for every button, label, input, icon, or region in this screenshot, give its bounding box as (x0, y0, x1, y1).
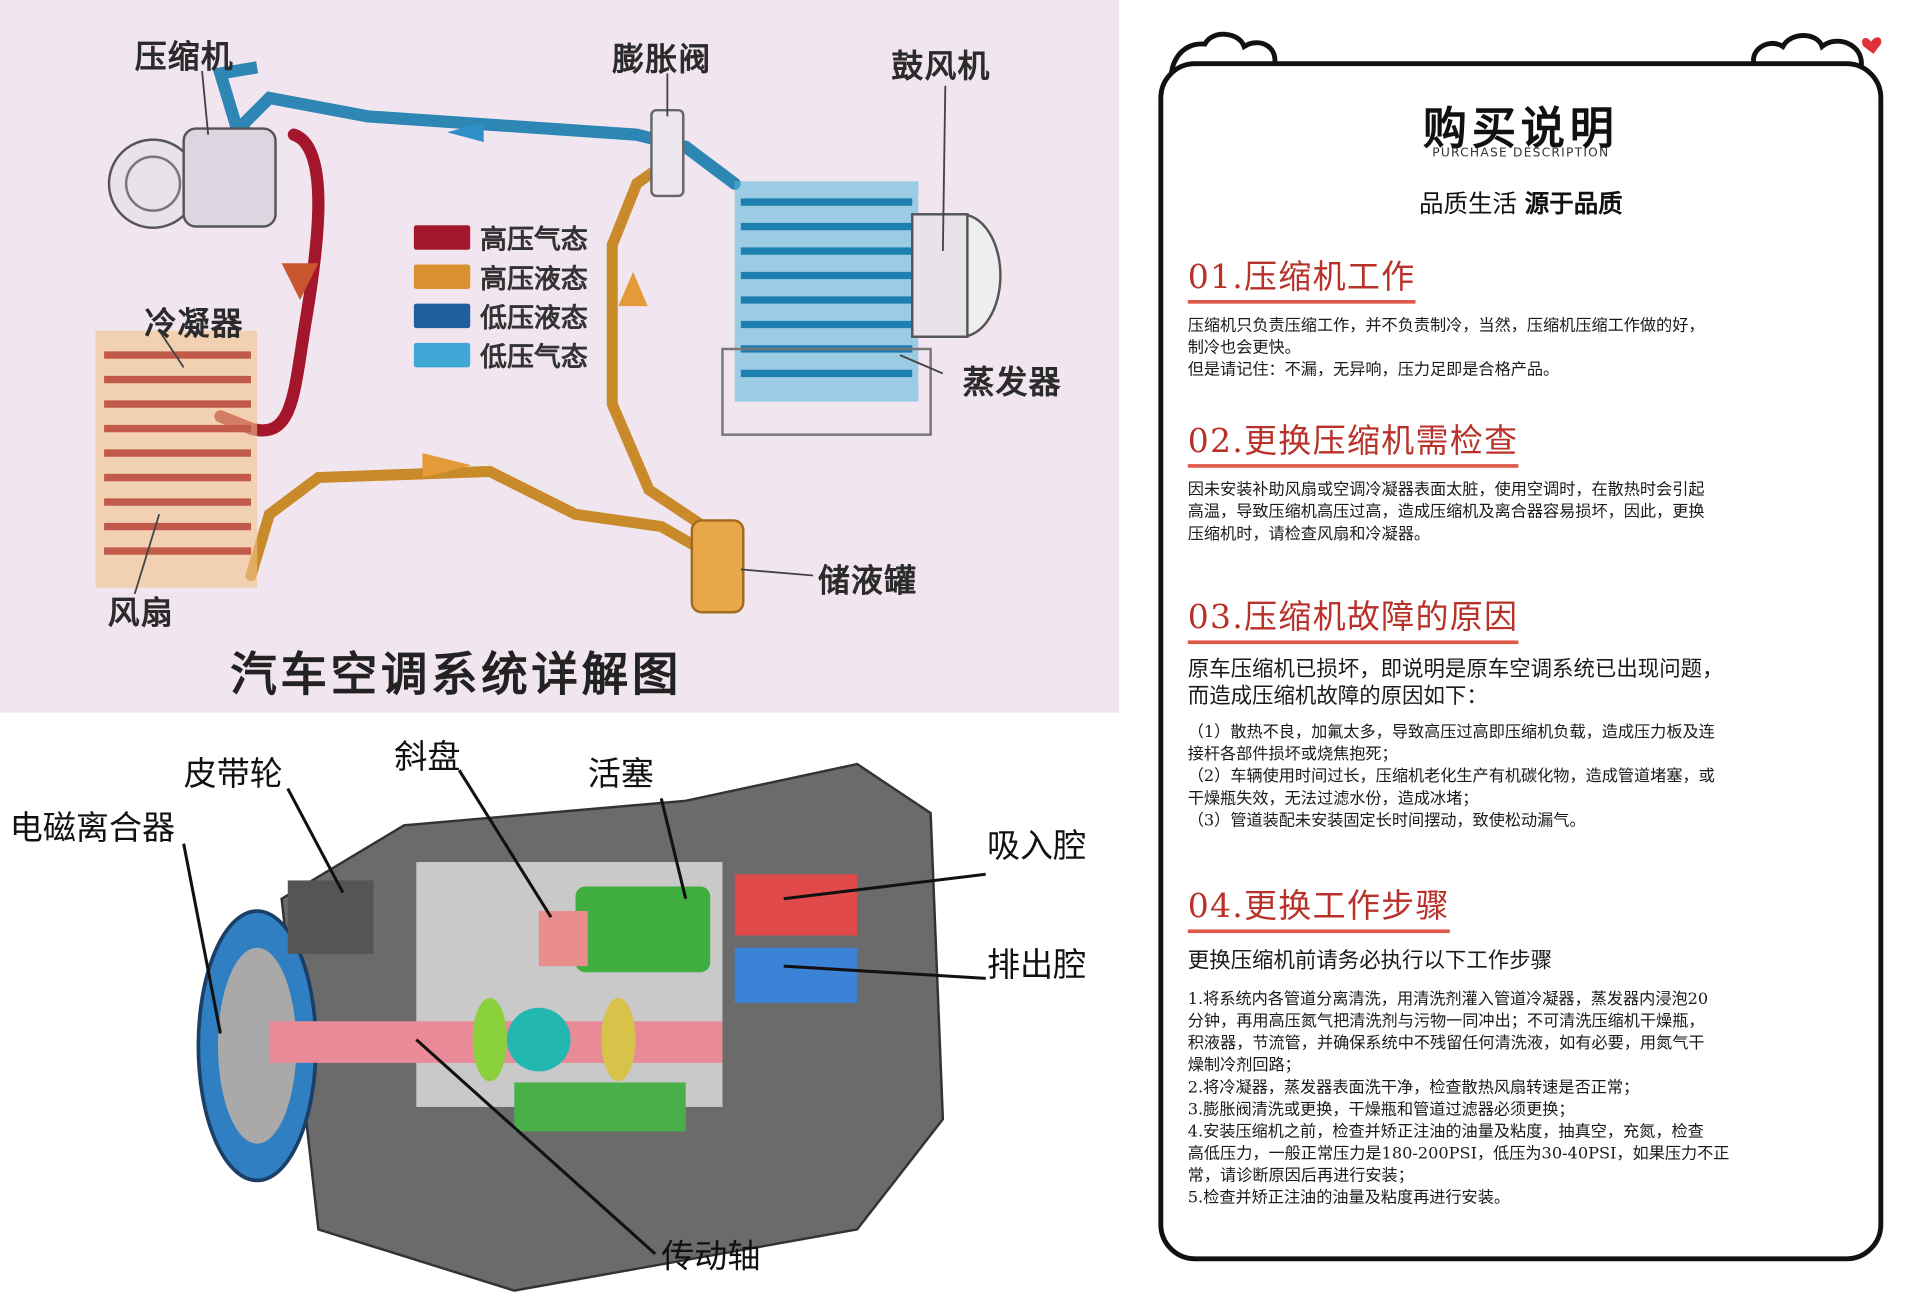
evaporator-icon (721, 181, 932, 436)
section-failure-causes: 03.压缩机故障的原因 原车压缩机已损坏，即说明是原车空调系统已出现问题， 而造… (1187, 590, 1857, 832)
label-piston: 活塞 (587, 755, 654, 794)
clutch-hub (217, 947, 297, 1144)
label-drive-shaft: 传动轴 (661, 1237, 761, 1276)
card-subtitle: PURCHASE DESCRIPTION (1432, 146, 1610, 161)
legend-label: 高压液态 (480, 264, 588, 296)
section-heading: 02.更换压缩机需检查 (1187, 414, 1519, 468)
valve-block (514, 1082, 686, 1132)
low-pressure-gas-pipe (232, 91, 741, 190)
section-intro-line: 原车压缩机已损坏，即说明是原车空调系统已出现问题， (1187, 657, 1724, 683)
flow-arrow-icon (281, 263, 319, 301)
section-heading: 03.压缩机故障的原因 (1187, 590, 1519, 645)
label-pulley: 皮带轮 (183, 755, 283, 794)
legend-swatch (413, 225, 471, 250)
purchase-card: 购买说明 PURCHASE DESCRIPTION 品质生活 源于品质 01.压… (1158, 61, 1884, 1262)
flow-arrow-icon (422, 453, 472, 478)
section-replacement-check: 02.更换压缩机需检查 因未安装补助风扇或空调冷凝器表面太脏，使用空调时，在散热… (1187, 414, 1857, 546)
swash-ball (506, 1007, 571, 1072)
diagram-title: 汽车空调系统详解图 (230, 646, 683, 702)
step-line: 4.安装压缩机之前，检查并矫正注油的油量及粘度，抽真空，充氮，检查 (1187, 1122, 1704, 1142)
section-line: 压缩机只负责压缩工作，并不负责制冷，当然，压缩机压缩工作做的好， (1187, 317, 1705, 336)
legend-swatch (413, 264, 471, 289)
section-line: （2）车辆使用时间过长，压缩机老化生产有机碳化物，造成管道堵塞，或 (1187, 767, 1715, 787)
compressor-cutaway-diagram: 皮带轮 斜盘 活塞 电磁离合器 吸入腔 排出腔 传动轴 (0, 715, 1120, 1311)
label-blower: 鼓风机 (891, 48, 991, 86)
high-pressure-gas-pipe (214, 128, 325, 437)
step-line: 高低压力，一般正常压力是180-200PSI，低压为30-40PSI，如果压力不… (1187, 1144, 1730, 1164)
legend-label: 高压气态 (480, 225, 588, 256)
slogan-right: 源于品质 (1524, 188, 1623, 218)
label-discharge-chamber: 排出腔 (986, 946, 1087, 985)
legend-item: 高压液态 (413, 257, 588, 296)
discharge-chamber-area (734, 947, 858, 1003)
section-line: 干燥瓶失效，无法过滤水份，造成冰堵； (1187, 789, 1479, 809)
legend-label: 低压气态 (480, 342, 588, 374)
step-line: 积液器，节流管，并确保系统中不残留任何清洗液，如有必要，用氮气干 (1187, 1034, 1705, 1054)
section-line: （3）管道装配未安装固定长时间摆动，致使松动漏气。 (1187, 811, 1586, 831)
section-heading: 04.更换工作步骤 (1187, 879, 1450, 934)
section-compressor-work: 01.压缩机工作 压缩机只负责压缩工作，并不负责制冷，当然，压缩机压缩工作做的好… (1187, 250, 1857, 382)
swash-plate (538, 911, 588, 967)
blower-icon (911, 213, 1002, 338)
section-intro-line: 而造成压缩机故障的原因如下： (1187, 684, 1488, 709)
ac-diagram-artwork (95, 61, 1002, 614)
compressor-artwork (182, 762, 986, 1292)
label-fan: 风扇 (107, 595, 174, 632)
step-line: 分钟，再用高压氮气把清洗剂与污物一同冲出；不可清洗压缩机干燥瓶， (1187, 1012, 1705, 1032)
suction-chamber-area (734, 874, 858, 936)
heart-icon (1862, 37, 1882, 54)
section-line: 高温，导致压缩机高压过高，造成压缩机及离合器容易损坏，因此，更换 (1187, 503, 1705, 522)
section-heading: 01.压缩机工作 (1187, 250, 1416, 304)
slogan-left: 品质生活 (1418, 188, 1525, 218)
pulley (287, 880, 374, 954)
label-expansion-valve: 膨胀阀 (612, 41, 712, 79)
label-condenser: 冷凝器 (144, 306, 244, 343)
step-line: 1.将系统内各管道分离清洗，用清洗剂灌入管道冷凝器，蒸发器内浸泡20 (1187, 990, 1709, 1009)
legend-item: 低压气态 (413, 336, 588, 375)
condenser-icon (95, 330, 258, 588)
legend-swatch (413, 342, 471, 368)
label-swash-plate: 斜盘 (394, 738, 461, 777)
flow-arrow-icon (618, 271, 648, 307)
label-suction-chamber: 吸入腔 (986, 827, 1087, 866)
flow-arrow-icon (446, 122, 484, 143)
section-intro-line: 更换压缩机前请务必执行以下工作步骤 (1187, 948, 1553, 974)
suction-pipe (212, 61, 259, 137)
label-receiver-drier: 储液罐 (817, 563, 918, 601)
step-line: 常，请诊断原因后再进行安装； (1187, 1166, 1414, 1186)
label-clutch: 电磁离合器 (9, 809, 176, 848)
label-compressor: 压缩机 (134, 39, 234, 76)
section-line: （1）散热不良，加氟太多，导致高压过高即压缩机负载，造成压力板及连 (1187, 723, 1715, 743)
step-line: 燥制冷剂回路； (1187, 1056, 1301, 1076)
liquid-line-to-valve (606, 153, 710, 533)
step-line: 3.膨胀阀清洗或更换，干燥瓶和管道过滤器必须更换； (1187, 1100, 1575, 1120)
step-line: 2.将冷凝器，蒸发器表面洗干净，检查散热风扇转速是否正常； (1187, 1078, 1640, 1098)
step-line: 5.检查并矫正注油的油量及粘度再进行安装。 (1187, 1188, 1510, 1208)
section-line: 因未安装补助风扇或空调冷凝器表面太脏，使用空调时，在散热时会引起 (1187, 481, 1705, 500)
swash-spring (601, 997, 636, 1082)
section-line: 但是请记住：不漏，无异响，压力足即是合格产品。 (1187, 361, 1560, 380)
ac-system-diagram: 压缩机 膨胀阀 鼓风机 冷凝器 蒸发器 风扇 储液罐 高压气态 高压液态 低压液… (0, 0, 1120, 713)
expansion-valve-icon (650, 108, 685, 198)
compressor-icon (107, 127, 277, 229)
legend-swatch (413, 303, 471, 329)
section-line: 压缩机时，请检查风扇和冷凝器。 (1187, 525, 1430, 544)
section-line: 制冷也会更快。 (1187, 339, 1301, 358)
label-evaporator: 蒸发器 (962, 364, 1062, 402)
swash-spring (472, 997, 507, 1082)
refrigerant-legend: 高压气态 高压液态 低压液态 低压气态 (413, 218, 588, 375)
card-slogan: 品质生活 源于品质 (1163, 184, 1878, 220)
purchase-description-panel: 购买说明 PURCHASE DESCRIPTION 品质生活 源于品质 01.压… (1119, 0, 1920, 1311)
legend-item: 低压液态 (413, 296, 588, 335)
section-replacement-steps: 04.更换工作步骤 更换压缩机前请务必执行以下工作步骤 1.将系统内各管道分离清… (1187, 879, 1857, 1210)
piston (575, 886, 711, 973)
section-line: 接杆各部件损坏或烧焦抱死； (1187, 745, 1398, 765)
legend-item: 高压气态 (413, 218, 588, 257)
receiver-drier-icon (690, 519, 745, 614)
high-pressure-liquid-pipe (245, 465, 710, 582)
legend-label: 低压液态 (480, 303, 588, 335)
card-title: 购买说明 (1422, 104, 1619, 155)
